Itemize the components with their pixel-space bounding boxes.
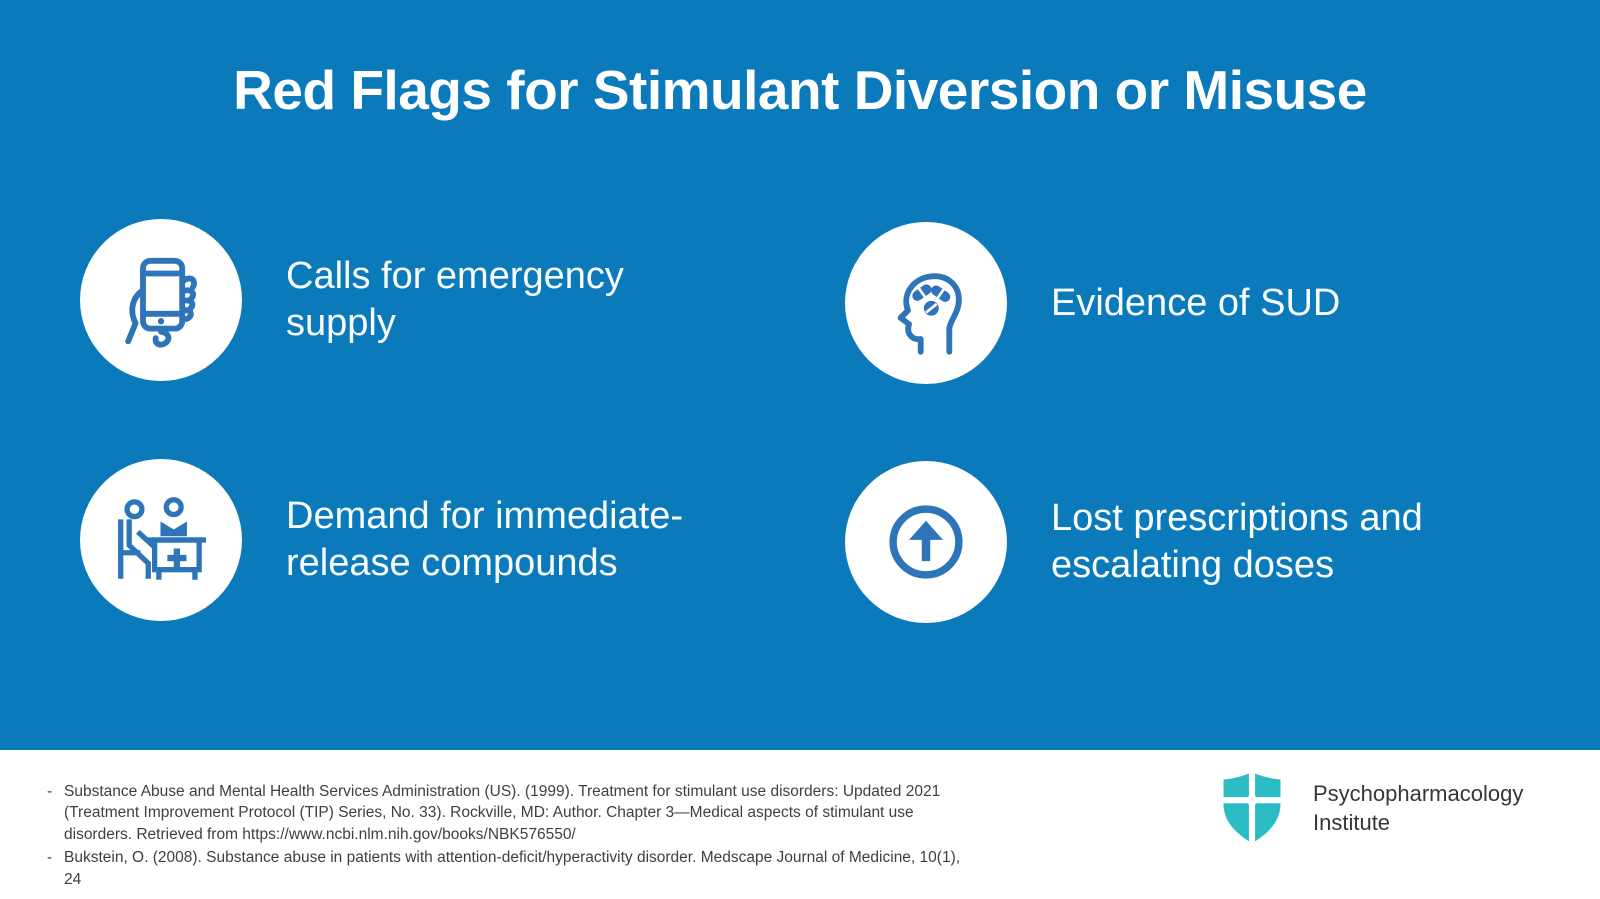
callout-label: Calls for emergency supply bbox=[286, 255, 624, 344]
callout-evidence-of-sud: Evidence of SUD bbox=[845, 222, 1340, 384]
psychopharmacology-institute-logo: Psychopharmacology Institute bbox=[1213, 770, 1523, 846]
pharmacy-counter-icon bbox=[118, 497, 207, 580]
callout-label: Lost prescriptions and escalating doses bbox=[1051, 497, 1423, 586]
arrow-up-circle-icon bbox=[889, 505, 963, 579]
callout-immediate-release: Demand for immediate- release compounds bbox=[80, 459, 683, 621]
logo-text: Psychopharmacology Institute bbox=[1313, 780, 1524, 835]
page-title: Red Flags for Stimulant Diversion or Mis… bbox=[233, 59, 1367, 121]
head-with-pills-icon bbox=[897, 273, 962, 355]
reference-item: Bukstein, O. (2008). Substance abuse in … bbox=[45, 847, 980, 890]
callout-label: Demand for immediate- release compounds bbox=[286, 495, 684, 584]
icon-circle bbox=[845, 222, 1007, 384]
icon-circle bbox=[80, 459, 242, 621]
callout-emergency-supply: Calls for emergency supply bbox=[80, 219, 624, 381]
shield-cross-icon bbox=[1218, 770, 1286, 846]
reference-list: Substance Abuse and Mental Health Servic… bbox=[45, 781, 980, 892]
reference-item: Substance Abuse and Mental Health Servic… bbox=[45, 781, 980, 845]
phone-in-hand-icon bbox=[125, 257, 197, 348]
callout-lost-prescriptions: Lost prescriptions and escalating doses bbox=[845, 461, 1423, 623]
footer: Substance Abuse and Mental Health Servic… bbox=[0, 750, 1600, 899]
icon-circle bbox=[80, 219, 242, 381]
icon-circle bbox=[845, 461, 1007, 623]
callout-label: Evidence of SUD bbox=[1051, 281, 1341, 324]
